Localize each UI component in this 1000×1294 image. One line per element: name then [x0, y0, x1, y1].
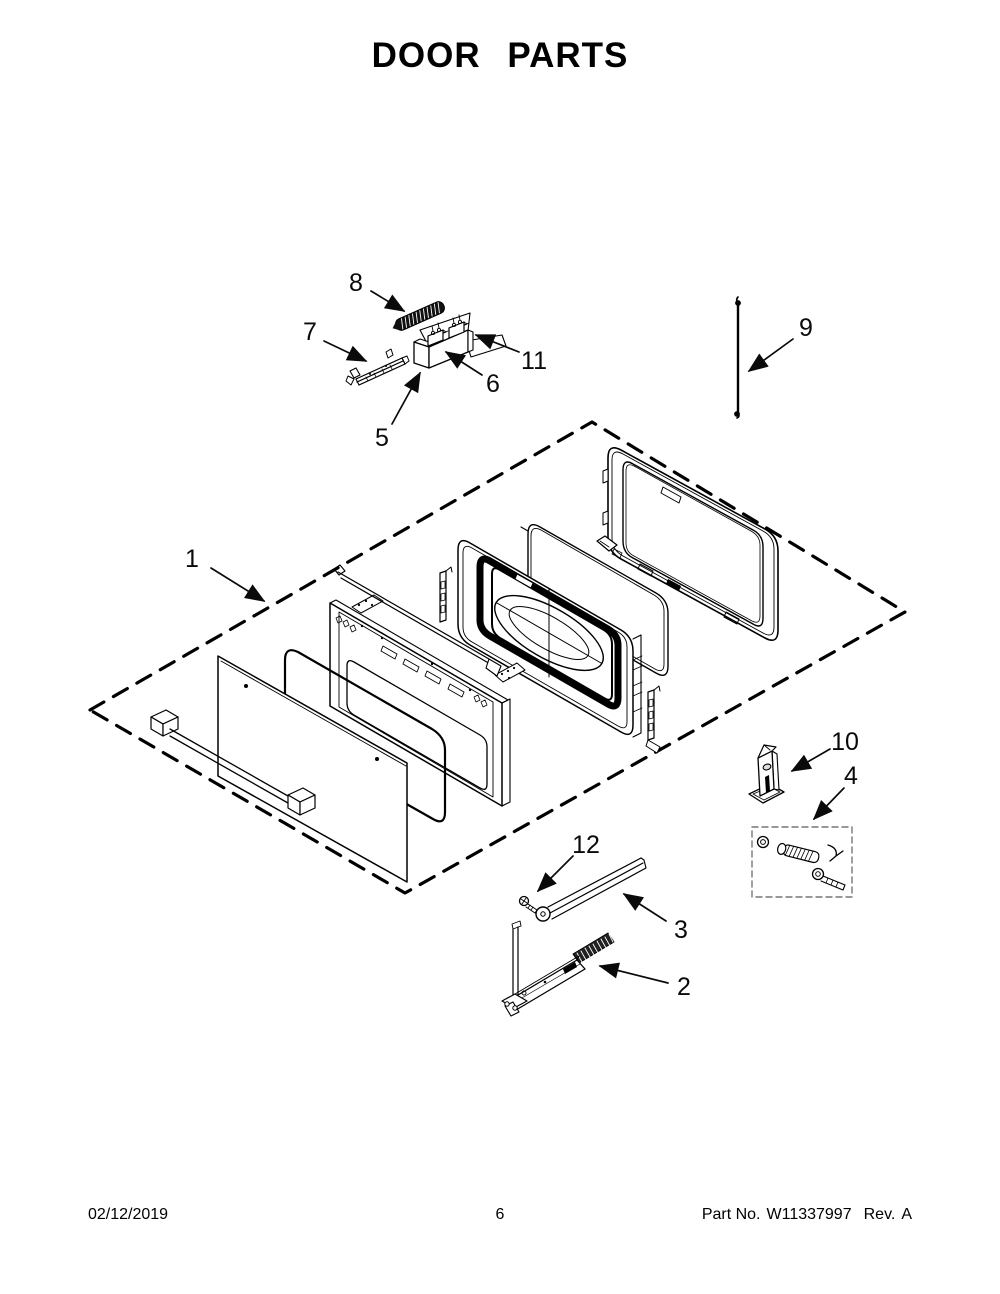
callout-3-arrow [622, 893, 667, 922]
part-label-8: 8 [349, 269, 363, 297]
door-handle [150, 709, 316, 816]
door-assembly-outline [88, 420, 907, 895]
hinge-arm-assembly [501, 920, 615, 1017]
door-gasket-seal [283, 649, 447, 823]
page-title: DOOR PARTS [371, 36, 629, 75]
rivet-pin [776, 842, 820, 864]
hinge-receiver-bracket [748, 744, 785, 804]
latch-rod [734, 296, 741, 419]
callout-labels: 1 2 3 4 5 6 7 8 9 10 11 12 [185, 269, 859, 1001]
part-label-9: 9 [799, 314, 813, 342]
footer-rev-value: A [901, 1206, 912, 1223]
part-label-1: 1 [185, 545, 199, 573]
outer-glass-panel [217, 655, 408, 883]
page-footer: 02/12/2019 6 Part No. W11337997 Rev. A [0, 1206, 1000, 1230]
part-label-4: 4 [844, 762, 858, 790]
latch-strip-right [645, 685, 661, 754]
hinge-bar [535, 857, 647, 922]
callout-1-arrow [210, 567, 266, 602]
latch-rail-bracket [345, 348, 410, 386]
callout-8-arrow [370, 290, 406, 312]
part-label-10: 10 [831, 728, 859, 756]
screw [518, 895, 538, 914]
inner-door-frame [329, 594, 526, 807]
callout-4-arrow [812, 787, 845, 821]
footer-page-number: 6 [495, 1206, 505, 1223]
callout-11-arrow [474, 334, 520, 353]
callout-12-arrow [536, 855, 574, 893]
callout-9-arrow [747, 338, 794, 372]
part-label-12: 12 [572, 831, 600, 859]
part-label-3: 3 [674, 916, 688, 944]
part-label-11: 11 [521, 347, 547, 375]
wire-clip [827, 844, 844, 862]
callout-arrows [210, 290, 845, 984]
door-trim-strip [333, 564, 502, 677]
footer-part-number: W11337997 [766, 1206, 852, 1223]
part-label-2: 2 [677, 973, 691, 1001]
part-label-7: 7 [303, 318, 317, 346]
part-label-6: 6 [486, 370, 500, 398]
hardware-kit [751, 826, 853, 898]
latch-strip-left [439, 566, 453, 623]
window-frame-panel [457, 539, 643, 738]
footer-part-label: Part No. [701, 1206, 761, 1223]
footer-date: 02/12/2019 [88, 1206, 169, 1223]
vent-grille-spring [392, 301, 445, 331]
callout-10-arrow [790, 748, 831, 772]
callout-2-arrow [598, 962, 669, 984]
callout-6-arrow [444, 351, 483, 376]
footer-rev-label: Rev. [863, 1206, 896, 1223]
footer-part-info: Part No. W11337997 Rev. A [702, 1206, 912, 1224]
callout-7-arrow [323, 340, 368, 362]
door-switches [427, 314, 470, 347]
part-label-5: 5 [375, 424, 389, 452]
callout-5-arrow [391, 371, 421, 425]
rear-door-frame [596, 447, 779, 641]
shoulder-screw [811, 867, 846, 891]
